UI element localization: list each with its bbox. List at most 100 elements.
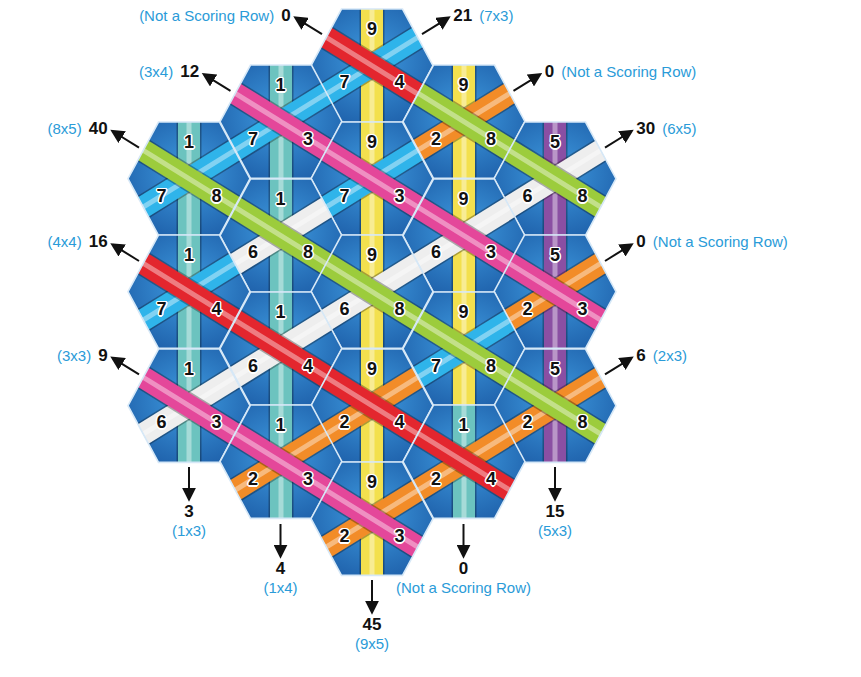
tile-number: 1	[275, 190, 285, 208]
score-arrow	[371, 580, 373, 612]
score-arrow	[605, 131, 631, 147]
tile-number: 7	[156, 300, 166, 318]
tile-number: 7	[339, 73, 349, 91]
tile-number: 1	[184, 360, 194, 378]
tile-number: 2	[339, 413, 349, 431]
tile-number: 9	[367, 246, 377, 264]
score-value: 6	[636, 347, 645, 366]
tile-number: 1	[275, 303, 285, 321]
tile-number: 5	[550, 133, 560, 151]
score-value: 4	[276, 560, 285, 579]
tile-number: 1	[184, 133, 194, 151]
tile-number: 1	[275, 76, 285, 94]
score-arrow	[422, 18, 448, 34]
tile-number: 3	[577, 300, 587, 318]
tile-number: 6	[431, 243, 441, 261]
tile-number: 2	[248, 470, 258, 488]
score-value: 0	[281, 7, 290, 26]
score-arrow	[113, 245, 139, 261]
score-note: (Not a Scoring Row)	[561, 64, 696, 81]
score-value: 45	[363, 616, 382, 635]
tile-number: 4	[394, 413, 404, 431]
tile-number: 6	[248, 357, 258, 375]
tile-number: 7	[431, 357, 441, 375]
tile-number: 2	[431, 470, 441, 488]
tile-number: 6	[339, 300, 349, 318]
tile-number: 3	[303, 130, 313, 148]
tile-number: 4	[486, 470, 496, 488]
tile-number: 5	[550, 360, 560, 378]
hex-tile: 9 2 3	[311, 462, 433, 575]
score-arrow	[296, 18, 322, 34]
score-value: 9	[98, 347, 107, 366]
score-value: 21	[453, 7, 472, 26]
score-arrow	[605, 245, 631, 261]
tile-number: 7	[156, 187, 166, 205]
tile-number: 3	[303, 470, 313, 488]
score-note: (3x4)	[139, 64, 173, 81]
score-value: 3	[184, 503, 193, 522]
score-value: 30	[636, 120, 655, 139]
tile-number: 5	[550, 246, 560, 264]
score-note: (1x4)	[263, 580, 297, 597]
score-value: 15	[546, 503, 565, 522]
score-arrow	[554, 467, 556, 499]
tile-number: 9	[458, 190, 468, 208]
tile-number: 6	[156, 413, 166, 431]
score-note: (3x3)	[57, 348, 91, 365]
score-value: 0	[636, 233, 645, 252]
tile-number: 8	[211, 187, 221, 205]
tile-number: 2	[339, 527, 349, 545]
tile-number: 1	[275, 416, 285, 434]
score-arrow	[605, 358, 631, 374]
tile-number: 4	[211, 300, 221, 318]
score-arrow	[463, 524, 465, 556]
tile-number: 3	[211, 413, 221, 431]
tile-number: 2	[431, 130, 441, 148]
tile-number: 9	[458, 76, 468, 94]
tile-number: 7	[248, 130, 258, 148]
tile-number: 4	[394, 73, 404, 91]
score-note: (5x3)	[538, 523, 572, 540]
tile-number: 9	[367, 133, 377, 151]
tile-number: 6	[522, 187, 532, 205]
tile-number: 9	[458, 303, 468, 321]
score-arrow	[113, 131, 139, 147]
score-arrow	[514, 75, 540, 91]
score-note: (4x4)	[48, 234, 82, 251]
tile-number: 3	[486, 243, 496, 261]
score-value: 0	[459, 560, 468, 579]
score-note: (1x3)	[172, 523, 206, 540]
tile-number: 8	[394, 300, 404, 318]
tile-number: 6	[248, 243, 258, 261]
tile-number: 1	[458, 416, 468, 434]
tile-number: 9	[367, 20, 377, 38]
score-note: (9x5)	[355, 636, 389, 653]
score-arrow	[113, 358, 139, 374]
tile-number: 2	[522, 300, 532, 318]
tile-number: 3	[394, 527, 404, 545]
score-note: (8x5)	[48, 121, 82, 138]
tile-number: 9	[367, 473, 377, 491]
score-note: (Not a Scoring Row)	[396, 580, 531, 597]
tile-number: 9	[367, 360, 377, 378]
score-arrow	[204, 75, 230, 91]
score-note: (Not a Scoring Row)	[139, 8, 274, 25]
tile-number: 3	[394, 187, 404, 205]
score-note: (2x3)	[653, 348, 687, 365]
score-value: 40	[89, 120, 108, 139]
score-arrow	[280, 524, 282, 556]
score-note: (6x5)	[662, 121, 696, 138]
score-note: (Not a Scoring Row)	[653, 234, 788, 251]
tile-number: 2	[522, 413, 532, 431]
score-arrow	[188, 467, 190, 499]
tile-number: 8	[577, 413, 587, 431]
tile-number: 7	[339, 187, 349, 205]
tile-number: 8	[303, 243, 313, 261]
score-value: 0	[545, 63, 554, 82]
tile-number: 8	[486, 357, 496, 375]
score-value: 12	[180, 63, 199, 82]
tile-number: 8	[486, 130, 496, 148]
tile-number: 1	[184, 246, 194, 264]
